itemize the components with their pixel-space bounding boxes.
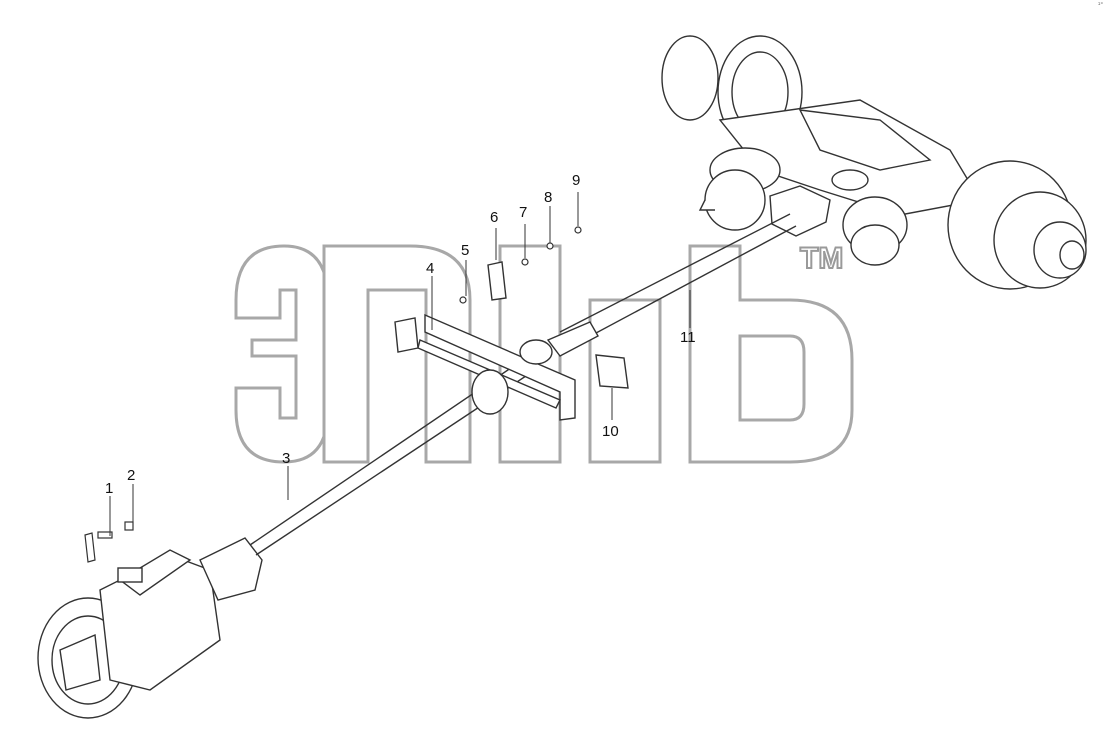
watermark-letter-b (688, 244, 854, 464)
callout-11: 11 (680, 329, 696, 346)
callout-6: 6 (490, 209, 499, 226)
watermark-letter-p (322, 244, 472, 464)
transmission-gearbox (37, 537, 263, 719)
callout-5: 5 (461, 242, 470, 259)
bracket-part-10 (595, 354, 629, 389)
bracket-part-6 (487, 261, 507, 301)
propeller-shaft-rear (546, 213, 797, 357)
intermediate-support-crossmember (394, 313, 576, 421)
callout-1: 1 (105, 480, 114, 497)
rear-axle-assembly (661, 35, 1087, 290)
callout-7: 7 (519, 204, 528, 221)
callout-4: 4 (426, 260, 435, 277)
callout-2: 2 (127, 467, 136, 484)
corner-mark: ¹° (1098, 2, 1104, 9)
callout-9: 9 (572, 172, 581, 189)
callout-10: 10 (602, 423, 619, 440)
watermark-letter-e (234, 244, 330, 464)
fasteners (84, 226, 582, 563)
callout-8: 8 (544, 189, 553, 206)
watermark-trademark: TM (799, 241, 844, 276)
leader-lines (109, 192, 691, 536)
callout-3: 3 (282, 450, 291, 467)
